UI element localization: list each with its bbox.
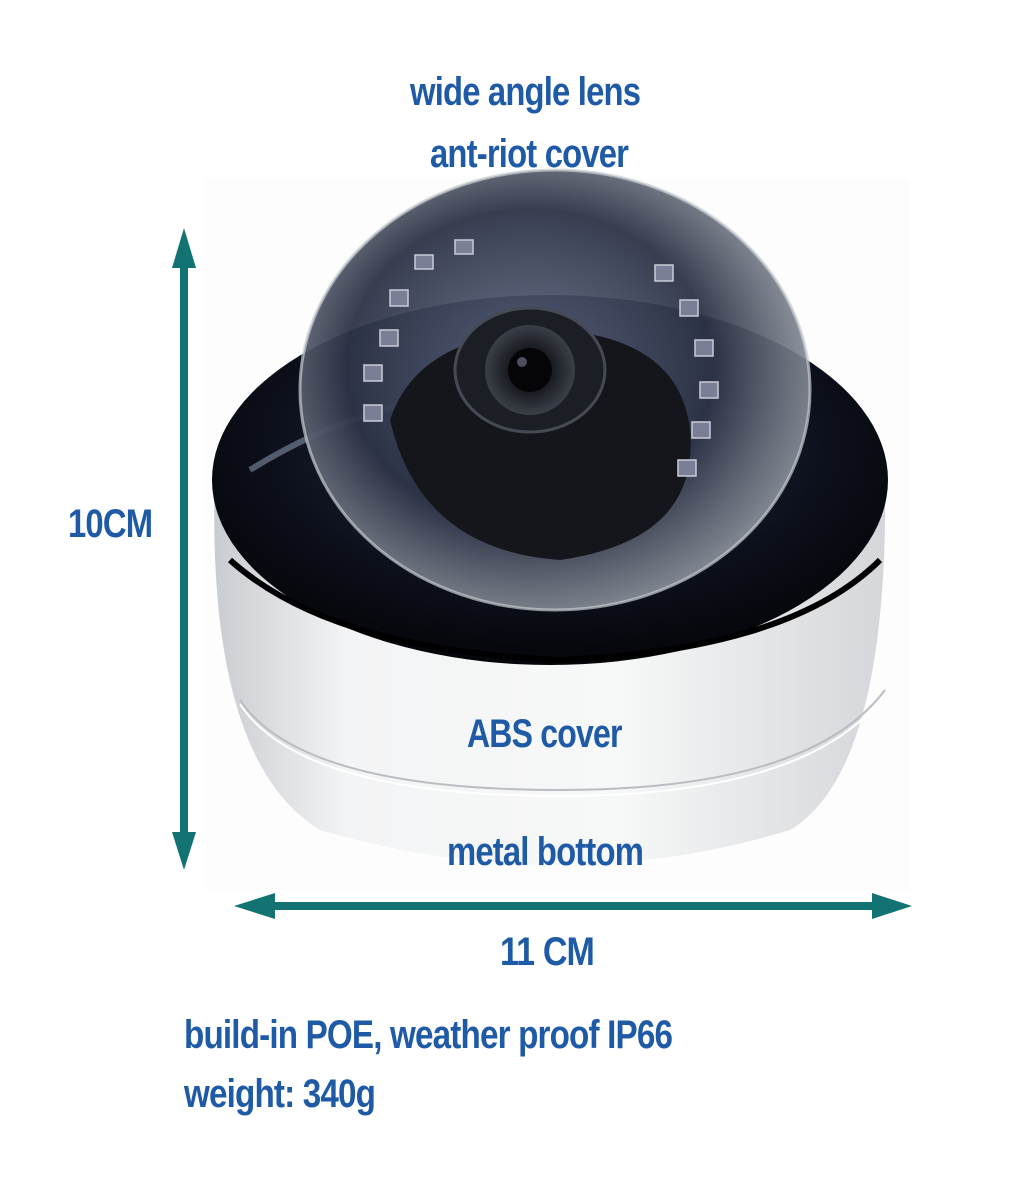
height-dimension-arrow: [172, 228, 196, 870]
width-dimension-label: 11 CM: [500, 930, 595, 974]
dome-cover-label: ant-riot cover: [430, 132, 629, 176]
lens-label: wide angle lens: [410, 70, 641, 114]
wide-angle-lens: [485, 325, 575, 415]
spec-weight: weight: 340g: [184, 1072, 376, 1116]
ir-leds: [363, 239, 719, 477]
base-label: metal bottom: [447, 830, 644, 874]
width-dimension-arrow: [234, 893, 912, 919]
height-dimension-label: 10CM: [68, 502, 153, 546]
spec-poe-ip66: build-in POE, weather proof IP66: [184, 1013, 673, 1057]
anti-riot-dome: [298, 168, 812, 612]
housing-label: ABS cover: [467, 712, 622, 756]
